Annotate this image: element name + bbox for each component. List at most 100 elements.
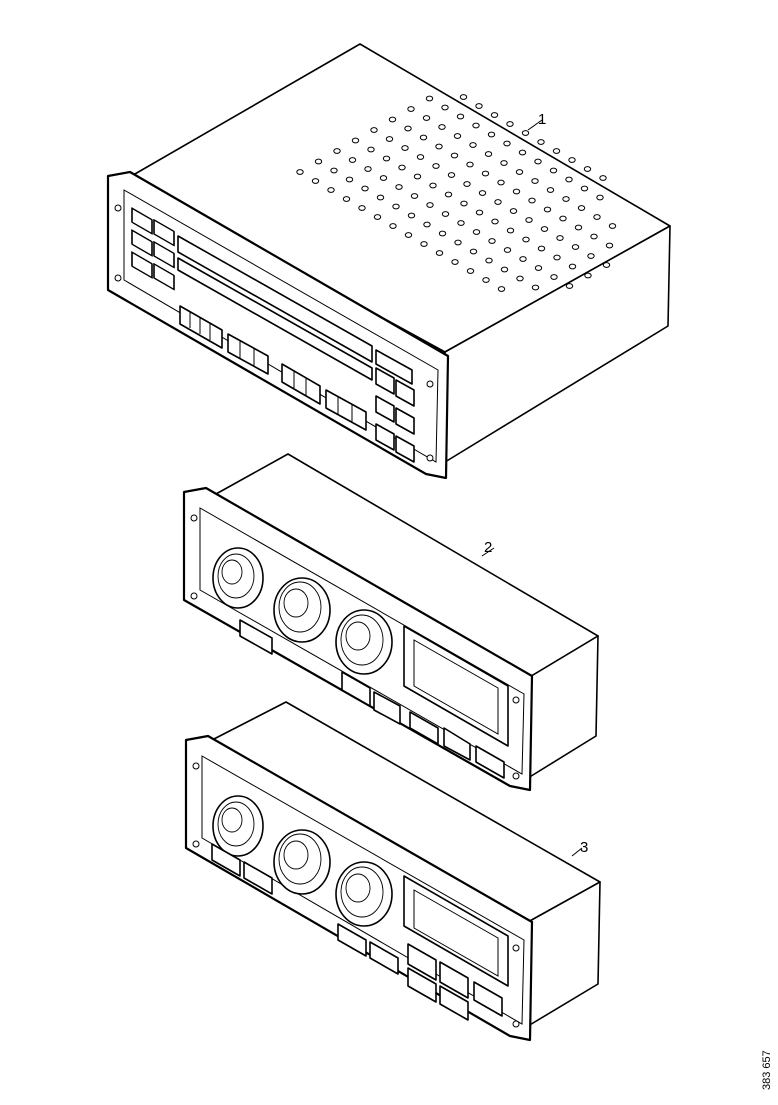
vent-hole [420, 241, 428, 247]
vent-hole [518, 149, 527, 156]
vent-hole [583, 166, 592, 172]
button-icon [239, 619, 273, 655]
vent-hole [587, 253, 595, 259]
vent-hole [472, 122, 480, 129]
vent-hole [364, 166, 372, 172]
vent-hole [379, 175, 388, 181]
vent-hole [519, 256, 527, 262]
vent-hole [577, 205, 586, 211]
vent-hole [457, 220, 465, 226]
callout-3: 3 [580, 839, 588, 856]
button-icon [409, 711, 439, 745]
vent-hole [388, 116, 397, 123]
screw-icon [512, 696, 520, 704]
vent-hole [444, 191, 453, 198]
vent-hole [490, 112, 499, 118]
vent-hole [521, 130, 530, 136]
callout-2: 2 [484, 539, 492, 556]
knob-icon [335, 861, 393, 927]
vent-hole [413, 173, 422, 180]
vent-hole [531, 178, 539, 184]
vent-hole [395, 184, 403, 190]
vent-hole [447, 172, 456, 178]
vent-hole [568, 157, 576, 163]
vent-hole [497, 179, 505, 186]
vent-hole [503, 140, 511, 147]
screw-icon [192, 840, 200, 848]
button-icon [439, 961, 469, 999]
vent-hole [407, 212, 416, 219]
vent-hole [450, 152, 459, 159]
vent-hole [549, 167, 558, 174]
vent-hole [590, 233, 598, 240]
vent-hole [503, 247, 512, 253]
button-icon [407, 943, 437, 981]
button-icon [439, 985, 469, 1021]
vent-hole [516, 275, 524, 282]
vent-hole [574, 224, 583, 231]
vent-hole [432, 163, 440, 169]
vent-hole [543, 206, 552, 213]
vent-hole [534, 158, 542, 165]
vent-hole [475, 103, 483, 109]
vent-hole [500, 266, 509, 273]
button-icon [407, 967, 437, 1003]
button-icon [211, 843, 241, 877]
unit-1-function-buttons [179, 305, 367, 431]
vent-hole [422, 115, 431, 121]
screw-icon [192, 762, 200, 770]
vent-hole [537, 245, 546, 252]
button-icon [443, 727, 471, 761]
vent-hole [552, 148, 561, 154]
knob-icon [273, 577, 331, 643]
vent-hole [494, 199, 502, 205]
knob-icon [212, 547, 264, 609]
vent-hole [410, 193, 419, 199]
screw-icon [512, 944, 520, 952]
vent-hole [376, 194, 385, 201]
vent-hole [509, 208, 518, 214]
unit-1-right-buttons [375, 349, 415, 463]
vent-hole [534, 265, 543, 271]
vent-hole [556, 235, 564, 241]
screw-icon [190, 514, 198, 522]
vent-hole [459, 94, 468, 100]
unit-1-display-lower [177, 257, 373, 381]
vent-hole [500, 160, 508, 166]
vent-hole [481, 170, 490, 177]
vent-hole [382, 155, 391, 162]
screw-icon [190, 592, 198, 600]
button-icon [373, 691, 401, 725]
vent-hole [522, 236, 530, 243]
vent-hole [441, 211, 450, 217]
screw-icon [512, 772, 520, 780]
vent-hole [469, 142, 477, 148]
vent-hole [426, 202, 434, 208]
vent-hole [485, 257, 493, 264]
unit-1-vent-holes [296, 94, 617, 292]
vent-hole [438, 124, 446, 130]
vent-hole [531, 284, 540, 291]
vent-hole [358, 205, 366, 211]
vent-hole [512, 188, 521, 195]
vent-hole [370, 127, 378, 133]
vent-hole [404, 125, 412, 132]
vent-hole [466, 161, 474, 168]
vent-hole [438, 230, 447, 237]
knob-icon [273, 829, 331, 895]
vent-hole [423, 221, 431, 228]
vent-hole [314, 158, 323, 165]
vent-hole [404, 232, 413, 238]
vent-hole [571, 244, 580, 250]
vent-hole [525, 217, 533, 223]
vent-hole [596, 194, 604, 201]
vent-hole [351, 137, 360, 144]
vent-hole [348, 157, 357, 163]
button-icon [243, 861, 273, 895]
vent-hole [416, 154, 425, 160]
vent-hole [441, 104, 449, 111]
vent-hole [425, 95, 434, 102]
vent-hole [429, 182, 437, 189]
vent-hole [296, 169, 304, 175]
vent-hole [559, 215, 567, 222]
